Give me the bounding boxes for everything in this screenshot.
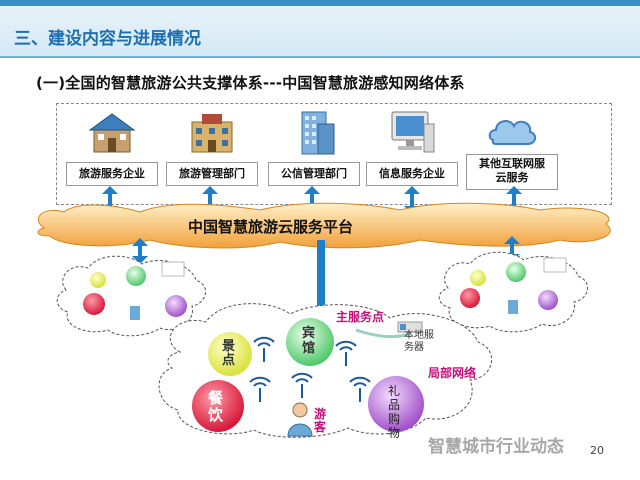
label-main-server: 主服务点: [336, 310, 385, 324]
entity-label-line1: 其他互联网服: [479, 157, 545, 170]
office-tower-icon: [301, 111, 335, 155]
tourist-person-icon: [287, 402, 313, 437]
slide-subtitle: (一)全国的智慧旅游公共支撑体系---中国智慧旅游感知网络体系: [36, 74, 465, 92]
mini-node: [538, 290, 558, 310]
mini-server-box: [161, 261, 185, 277]
label-local-server: 本地服务器: [404, 330, 434, 353]
watermark-text: 智慧城市行业动态: [428, 437, 564, 457]
slide-title: 三、建设内容与进展情况: [14, 29, 201, 49]
server-link: [355, 328, 411, 339]
left-mini-network: [83, 261, 187, 320]
wifi-antenna-icon: [349, 376, 371, 402]
entity-label-line2: 云服务: [495, 171, 529, 184]
entity-tourism-enterprise: 旅游服务企业: [66, 110, 158, 186]
entity-label: 其他互联网服 云服务: [466, 154, 558, 190]
node-scenic: [208, 332, 252, 376]
entity-other-internet-services: 其他互联网服 云服务: [466, 110, 558, 190]
entity-label: 公信管理部门: [268, 162, 360, 186]
mini-node: [470, 270, 486, 286]
page-number: 20: [590, 444, 604, 457]
mini-node: [506, 262, 526, 282]
cloud-icon: [488, 120, 536, 145]
mini-tourist-icon: [508, 300, 518, 314]
label-scenic: 景点: [222, 339, 236, 368]
cloud-platform-title: 中国智慧旅游云服务平台: [188, 218, 354, 236]
header-divider: [0, 56, 640, 58]
node-hotel: [286, 318, 334, 366]
right-mini-network: [460, 257, 567, 314]
mini-node: [165, 295, 187, 317]
mini-node: [83, 293, 105, 315]
building-government-icon: [191, 114, 233, 153]
computer-monitor-icon: [391, 111, 435, 153]
label-hotel: 宾馆: [302, 326, 316, 356]
header-accent-band: [0, 0, 640, 6]
entity-label: 旅游服务企业: [66, 162, 158, 186]
mini-server-box: [543, 257, 567, 273]
mini-node: [126, 266, 146, 286]
wifi-antenna-icon: [291, 372, 313, 398]
mini-tourist-icon: [130, 306, 140, 320]
label-local-network: 局部网络: [428, 366, 477, 380]
double-arrow-icon: [132, 238, 148, 264]
mini-node: [460, 288, 480, 308]
node-dining: [192, 380, 244, 432]
wifi-antenna-icon: [335, 340, 357, 366]
mini-node: [90, 272, 106, 288]
label-dining: 餐饮: [208, 389, 224, 424]
building-palace-icon: [88, 113, 136, 153]
entity-info-service-enterprise: 信息服务企业: [366, 110, 458, 186]
label-tourist: 游客: [314, 407, 327, 434]
entity-label: 旅游管理部门: [166, 162, 258, 186]
entity-label: 信息服务企业: [366, 162, 458, 186]
label-shopping: 礼品购物: [388, 384, 401, 440]
entity-tourism-admin: 旅游管理部门: [166, 110, 258, 186]
wifi-antenna-icon: [253, 336, 275, 362]
slide-header: 三、建设内容与进展情况: [0, 0, 640, 58]
cloud-platform-shape: [37, 202, 611, 249]
node-shopping: [368, 376, 424, 432]
entity-public-credit-dept: 公信管理部门: [268, 110, 360, 186]
wifi-antenna-icon: [249, 376, 271, 402]
local-server-icon: [397, 321, 423, 333]
